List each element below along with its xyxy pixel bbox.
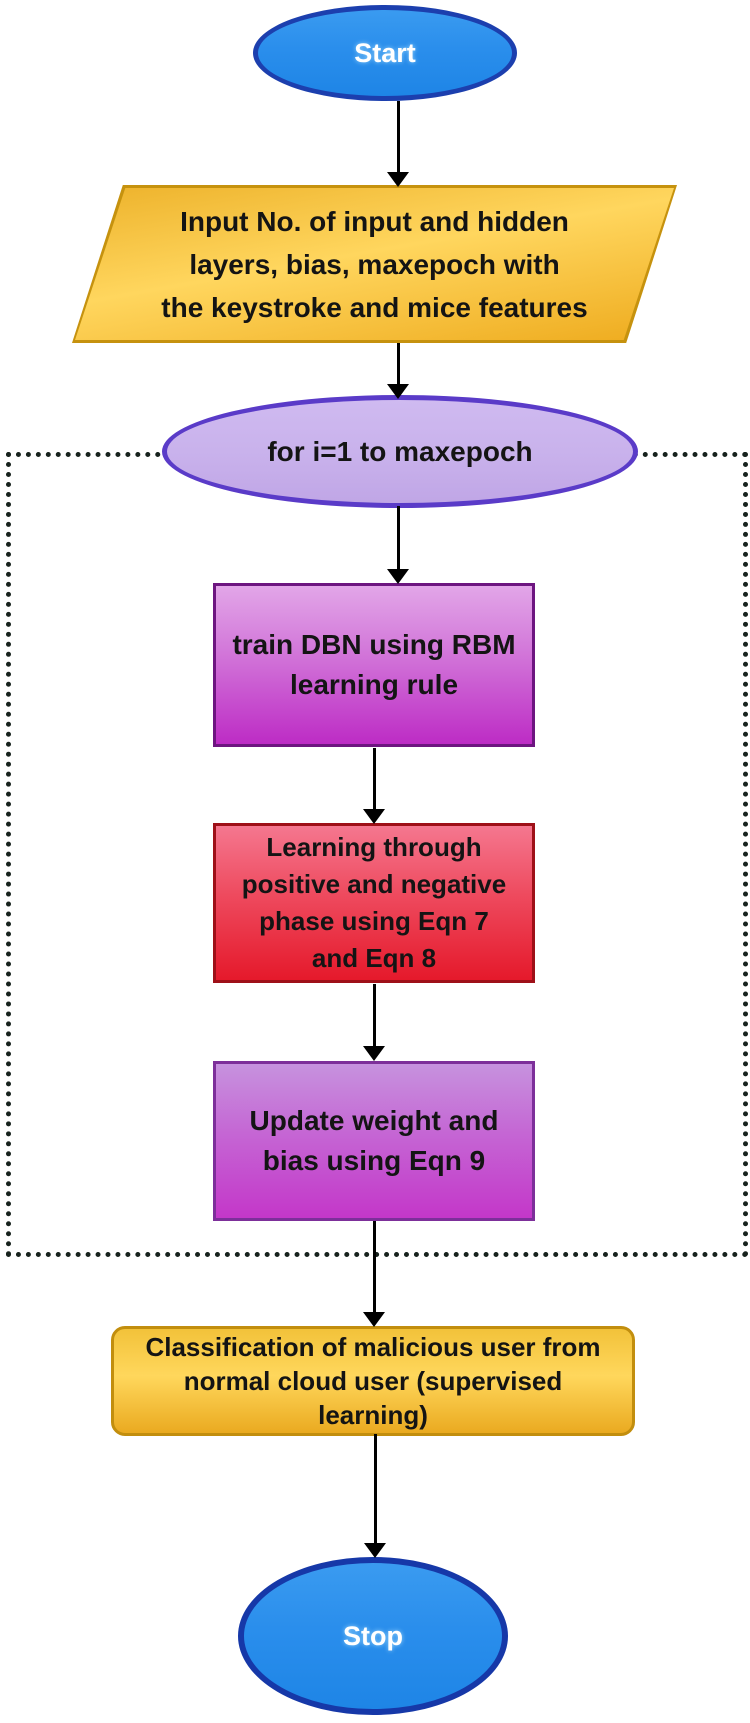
- arrow-start-to-input: [385, 101, 411, 187]
- flowchart-node-train-dbn: train DBN using RBM learning rule: [213, 583, 535, 747]
- arrowhead-icon: [364, 1543, 386, 1558]
- arrowhead-icon: [387, 569, 409, 584]
- arrowhead-icon: [363, 809, 385, 824]
- arrow-shaft: [373, 1434, 377, 1547]
- flowchart-node-stop: Stop: [238, 1557, 508, 1715]
- node-update-label: Update weight and bias using Eqn 9: [249, 1105, 499, 1176]
- arrowhead-icon: [363, 1046, 385, 1061]
- arrow-update-to-classify: [361, 1221, 387, 1327]
- arrow-train-to-learning: [361, 748, 387, 824]
- arrowhead-icon: [387, 172, 409, 187]
- arrow-shaft: [372, 1221, 376, 1316]
- parallelogram-shape: [72, 185, 677, 343]
- flowchart-node-classification: Classification of malicious user from no…: [111, 1326, 635, 1436]
- arrow-shaft: [396, 343, 400, 388]
- arrowhead-icon: [387, 384, 409, 399]
- node-classify-label: Classification of malicious user from no…: [145, 1332, 601, 1430]
- arrow-input-to-loop: [385, 343, 411, 399]
- arrow-learning-to-update: [361, 984, 387, 1061]
- flowchart-node-input: Input No. of input and hidden layers, bi…: [72, 185, 677, 343]
- flowchart-node-loop-condition: for i=1 to maxepoch: [162, 395, 638, 508]
- node-start-label: Start: [354, 37, 416, 68]
- arrow-shaft: [396, 506, 400, 573]
- node-train-label: train DBN using RBM learning rule: [232, 629, 516, 700]
- arrow-loop-to-train: [385, 506, 411, 584]
- flowchart-node-start: Start: [253, 5, 517, 101]
- node-input-label: Input No. of input and hidden layers, bi…: [161, 205, 588, 323]
- node-learning-label: Learning through positive and negative p…: [241, 832, 507, 973]
- arrowhead-icon: [363, 1312, 385, 1327]
- arrow-classify-to-stop: [362, 1434, 388, 1558]
- arrow-shaft: [396, 101, 400, 176]
- flowchart-node-learning-phase: Learning through positive and negative p…: [213, 823, 535, 983]
- node-loop-label: for i=1 to maxepoch: [267, 435, 533, 467]
- node-stop-label: Stop: [343, 1620, 403, 1651]
- arrow-shaft: [372, 984, 376, 1050]
- flowchart-node-update-weight: Update weight and bias using Eqn 9: [213, 1061, 535, 1221]
- arrow-shaft: [372, 748, 376, 813]
